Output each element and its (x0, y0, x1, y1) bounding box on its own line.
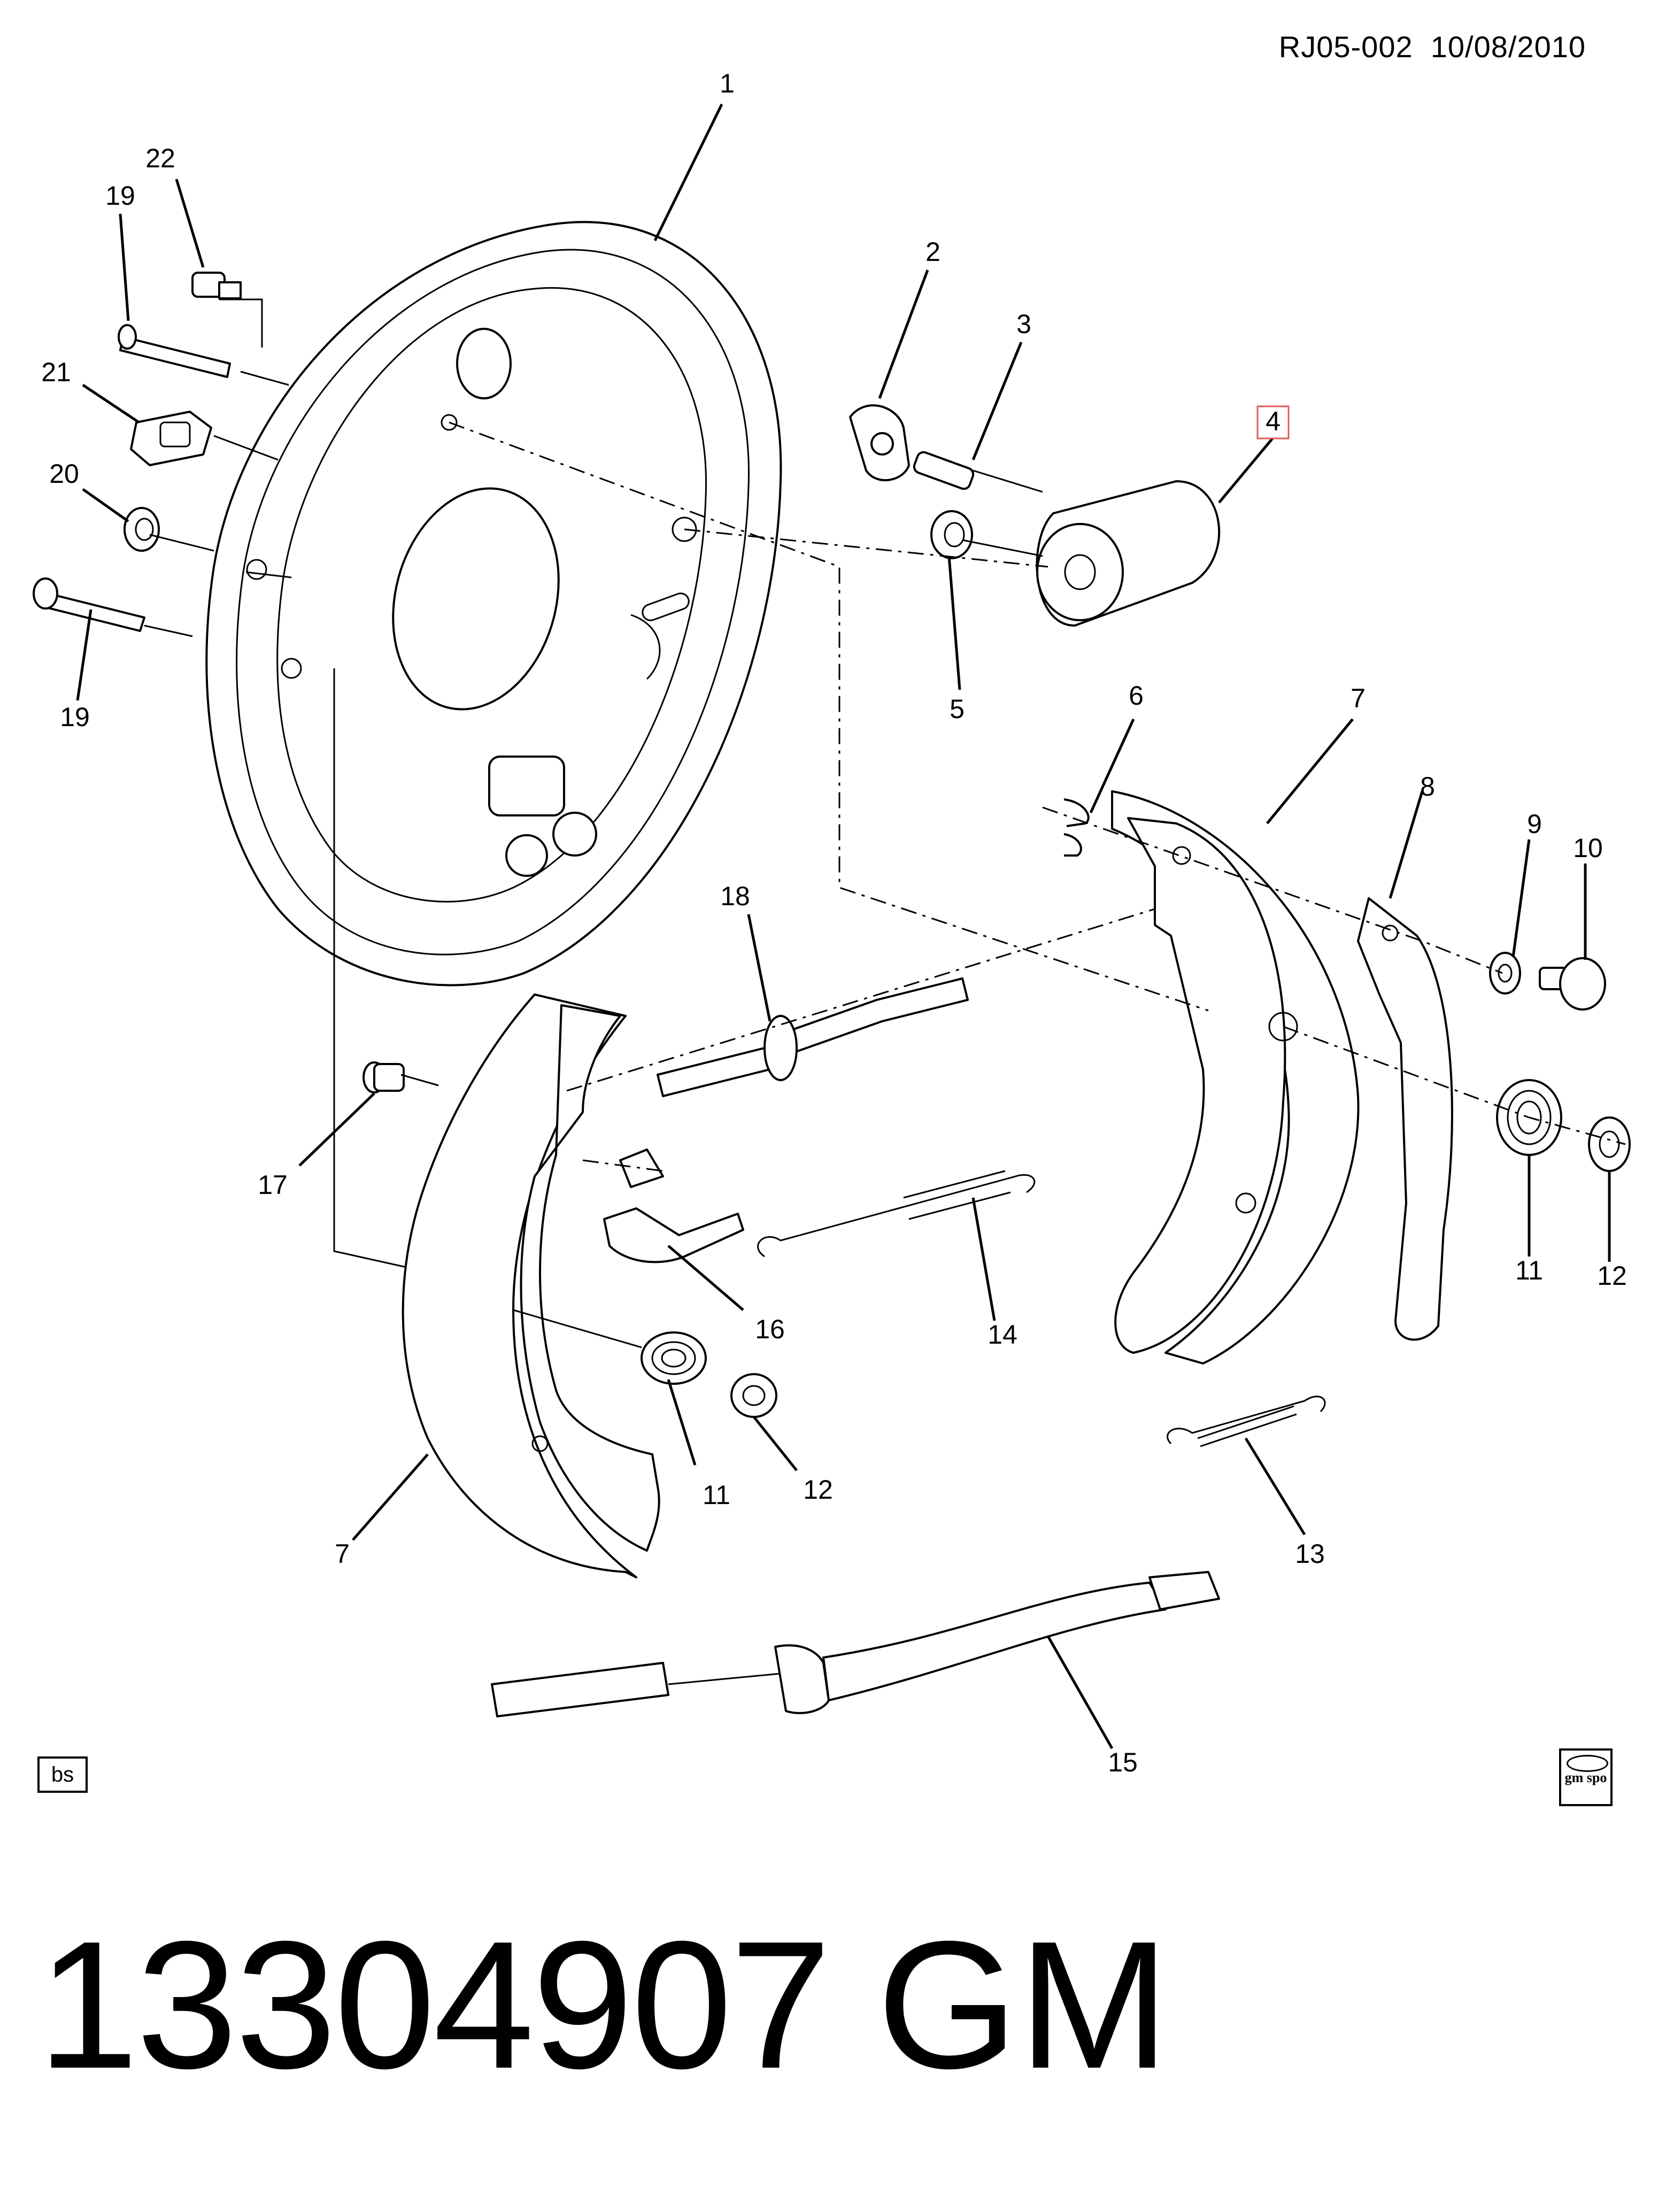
callout-21: 21 (41, 357, 71, 387)
part-number: 13304907 (37, 1903, 831, 2107)
brand-name: GM (877, 1903, 1170, 2107)
callout-18: 18 (720, 881, 750, 911)
bleeder-3 (913, 451, 975, 490)
callout-4-highlight (1256, 405, 1290, 440)
spring-13 (1167, 1396, 1326, 1447)
strut-16 (603, 1149, 744, 1263)
backing-plate (205, 221, 782, 986)
callout-20: 20 (49, 459, 79, 489)
callout-17: 17 (258, 1170, 288, 1200)
nut-20 (124, 507, 160, 552)
bolt-19-lower (33, 577, 145, 632)
plug-17 (362, 1061, 405, 1093)
callout-22: 22 (145, 143, 175, 173)
gmspo-logo: gm spo (1559, 1748, 1613, 1806)
brake-shoe-7-right (1111, 790, 1360, 1365)
callout-9: 9 (1527, 809, 1542, 839)
callout-1: 1 (720, 68, 735, 98)
exploded-brake-diagram: 1 2 3 4 5 6 7 7 8 9 10 11 11 12 12 13 14… (33, 68, 1631, 1777)
callout-12-right: 12 (1597, 1261, 1627, 1291)
clip-6 (1063, 798, 1090, 857)
wheel-cylinder-4 (1036, 480, 1221, 627)
spring-11-left (641, 1331, 707, 1385)
logo-oval (1567, 1755, 1608, 1772)
lever-8 (1357, 897, 1453, 1341)
nut-5 (930, 510, 973, 559)
callout-3: 3 (1016, 309, 1031, 339)
washer-9 (1489, 952, 1521, 995)
alignment-guides (144, 298, 1626, 1348)
callout-7-right: 7 (1351, 683, 1366, 713)
callout-11-left: 11 (703, 1480, 730, 1510)
bolt-22 (191, 272, 242, 299)
callout-13: 13 (1295, 1539, 1325, 1569)
retainer-12-left (730, 1373, 777, 1418)
callout-7-left: 7 (335, 1539, 350, 1569)
callout-10: 10 (1573, 833, 1603, 863)
callout-11-right: 11 (1515, 1255, 1543, 1285)
adjuster-18 (657, 977, 969, 1097)
grommet-21 (130, 411, 212, 466)
callout-19-upper: 19 (105, 181, 135, 211)
callout-labels: 1 2 3 4 5 6 7 7 8 9 10 11 11 12 12 13 14… (41, 68, 1627, 1777)
parking-brake-cable-15 (491, 1571, 1220, 1717)
callout-14: 14 (988, 1320, 1017, 1350)
callout-6: 6 (1129, 681, 1144, 711)
bolt-19-upper (118, 324, 231, 378)
leader-lines (76, 103, 1611, 1749)
callout-5: 5 (950, 694, 965, 724)
callout-19-lower: 19 (60, 702, 90, 732)
corner-tag: bs (37, 1756, 88, 1793)
callout-2: 2 (925, 237, 940, 267)
bracket-2 (849, 404, 910, 481)
callout-4: 4 (1266, 406, 1281, 436)
retainer-12-right (1588, 1116, 1631, 1172)
callout-16: 16 (755, 1314, 785, 1344)
diagram-reference: RJ05-002 10/08/2010 (1278, 30, 1586, 64)
pin-10 (1539, 957, 1606, 1011)
callout-12-left: 12 (803, 1475, 833, 1505)
callout-8: 8 (1420, 772, 1435, 801)
brake-shoe-7-left (402, 993, 660, 1578)
spring-14 (757, 1170, 1036, 1258)
logo-text: gm spo (1564, 1770, 1607, 1785)
callout-15: 15 (1108, 1747, 1138, 1777)
